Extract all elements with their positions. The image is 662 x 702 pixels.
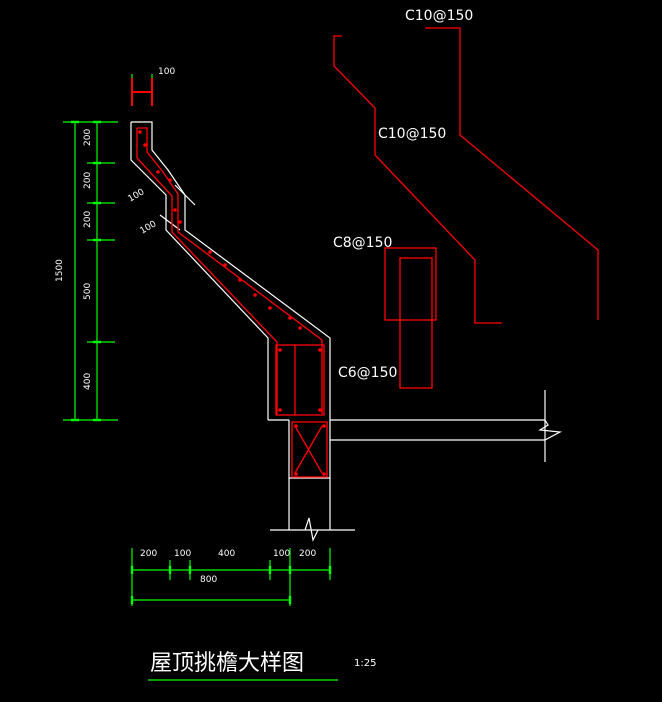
dim-vertical-2: 200 [83,172,93,189]
dim-vertical-4: 500 [83,283,93,300]
dim-horizontal-5: 200 [299,549,316,559]
drawing-title: 屋顶挑檐大样图 [150,651,304,676]
dim-horizontal-1: 200 [140,549,157,559]
dim-horizontal-3: 400 [218,549,235,559]
dimension-ticks [71,120,332,604]
label-slope-bar: C10@150 [378,126,446,142]
label-tie-stirrup: C6@150 [338,365,397,381]
dim-horizontal-total: 800 [200,575,217,585]
dim-top-width: 100 [158,67,175,77]
dim-vertical-total: 1500 [55,259,65,282]
dim-vertical-1: 200 [83,129,93,146]
dim-diagonal-2: 100 [139,219,159,236]
dim-vertical-3: 200 [83,211,93,228]
drawing-scale: 1:25 [354,658,376,669]
dim-horizontal-2: 100 [174,549,191,559]
section-rebar [136,127,328,478]
dim-horizontal-4: 100 [273,549,290,559]
concrete-outline [130,121,563,542]
dim-vertical-5: 400 [83,373,93,390]
top-width-dim-red [131,78,153,106]
rebar-dots [138,130,326,476]
dim-diagonal-1: 100 [127,187,147,204]
label-beam-stirrup: C8@150 [333,235,392,251]
dimension-lines [63,74,338,681]
rebar-shape-details [333,27,599,389]
label-top-bar: C10@150 [405,8,473,24]
